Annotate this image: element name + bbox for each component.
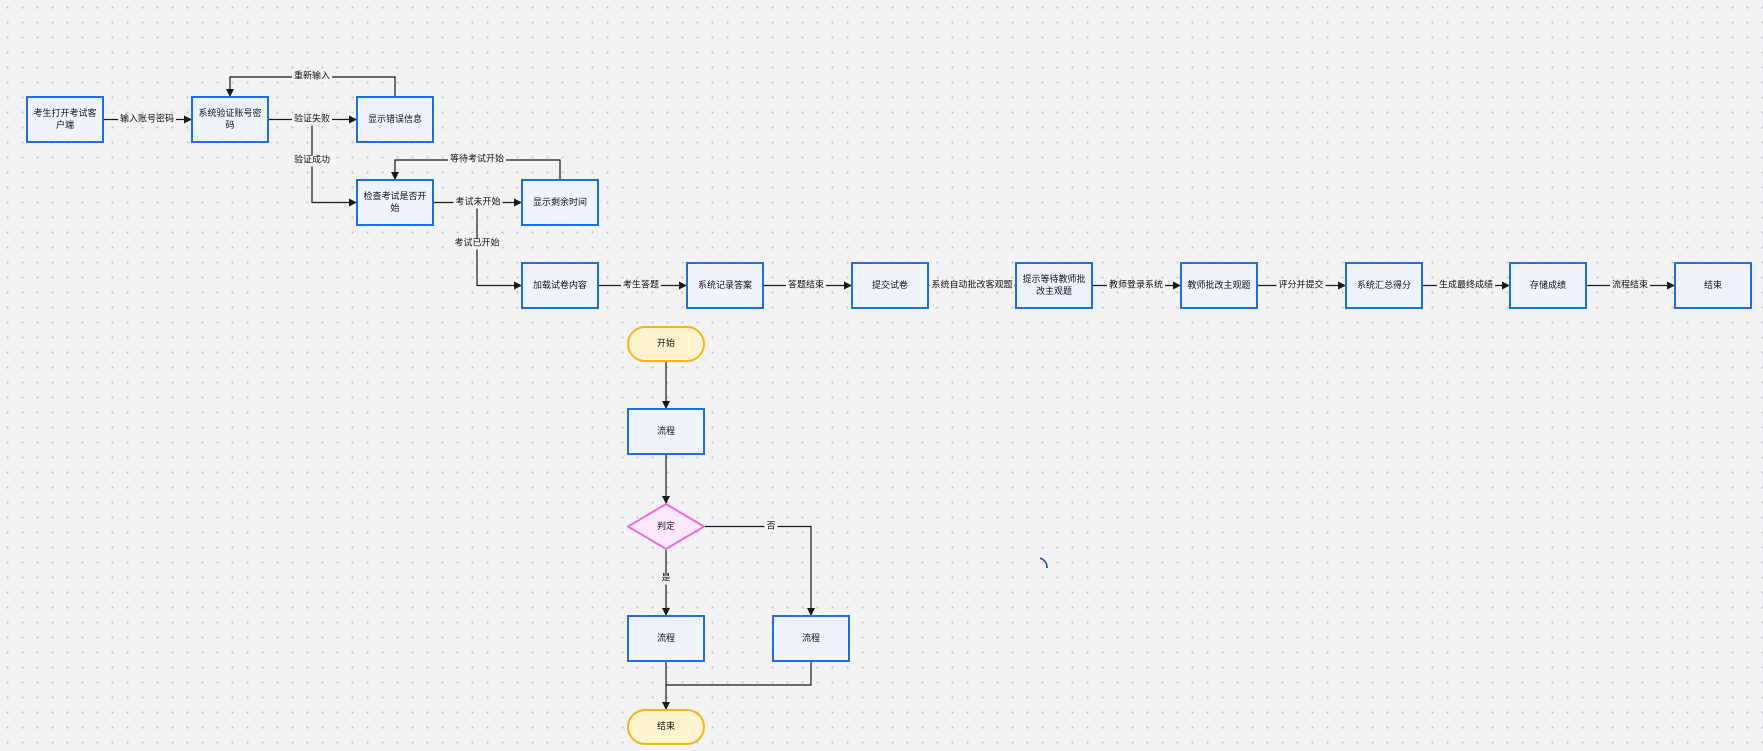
node-label: 流程: [656, 633, 675, 644]
connector-d-to-p3[interactable]: [705, 525, 815, 616]
node-label: 检查考试是否开始: [363, 191, 427, 214]
node-label: 提交试卷: [871, 280, 908, 291]
process-node-n7[interactable]: 系统记录答案: [686, 262, 764, 309]
process-node-n6[interactable]: 加载试卷内容: [521, 262, 599, 309]
process-node-n5[interactable]: 显示剩余时间: [521, 179, 599, 226]
node-label: 系统汇总得分: [1356, 280, 1411, 291]
process-node-n3[interactable]: 显示错误信息: [356, 96, 434, 143]
edge-label: 流程结束: [1609, 280, 1651, 291]
edge-label: 考生答题: [620, 280, 662, 291]
process-node-p1[interactable]: 流程: [627, 408, 705, 455]
process-node-n12[interactable]: 存储成绩: [1509, 262, 1587, 309]
edge-label: 答题结束: [785, 280, 827, 291]
process-node-n1[interactable]: 考生打开考试客户端: [26, 96, 104, 143]
edge-label: 等待考试开始: [447, 154, 507, 166]
edge-label: 考试未开始: [453, 197, 503, 208]
node-label: 教师批改主观题: [1187, 280, 1251, 291]
process-node-n11[interactable]: 系统汇总得分: [1345, 262, 1423, 309]
connector-n4-to-n6[interactable]: [476, 202, 522, 290]
edge-label: 教师登录系统: [1106, 280, 1166, 291]
node-label: 流程: [801, 633, 820, 644]
process-node-n8[interactable]: 提交试卷: [851, 262, 929, 309]
node-label: 考生打开考试客户端: [33, 108, 97, 131]
process-node-p3[interactable]: 流程: [772, 615, 850, 662]
edge-label: 评分并提交: [1276, 280, 1326, 291]
node-label: 存储成绩: [1529, 280, 1566, 291]
node-label: 结束: [656, 722, 675, 732]
edge-label: 生成最终成绩: [1436, 280, 1496, 291]
node-label: 显示错误信息: [367, 114, 422, 125]
edge-label: 验证失败: [291, 114, 333, 125]
edge-label: 否: [764, 521, 778, 532]
node-label: 提示等待教师批改主观题: [1022, 274, 1086, 297]
edge-label: 考试已开始: [452, 238, 502, 250]
pen-cursor-icon: [1039, 557, 1048, 569]
process-node-n2[interactable]: 系统验证账号密码: [191, 96, 269, 143]
node-label: 系统记录答案: [697, 280, 752, 291]
decision-node-d[interactable]: 判定: [627, 503, 705, 550]
process-node-p2[interactable]: 流程: [627, 615, 705, 662]
edge-label: 重新输入: [291, 71, 333, 83]
node-label: 显示剩余时间: [532, 197, 587, 208]
process-node-n10[interactable]: 教师批改主观题: [1180, 262, 1258, 309]
edge-label: 验证成功: [291, 155, 333, 167]
connector-p3-to-e[interactable]: [666, 662, 812, 686]
node-label: 判定: [656, 521, 675, 532]
edge-label: 系统自动批改客观题: [929, 280, 1015, 291]
node-label: 加载试卷内容: [532, 280, 587, 291]
node-label: 开始: [656, 339, 675, 349]
process-node-n13[interactable]: 结束: [1674, 262, 1752, 309]
connector-n2-to-n4[interactable]: [311, 119, 357, 207]
node-label: 系统验证账号密码: [198, 108, 262, 131]
process-node-n9[interactable]: 提示等待教师批改主观题: [1015, 262, 1093, 309]
edge-label: 输入账号密码: [117, 114, 177, 125]
process-node-n4[interactable]: 检查考试是否开始: [356, 179, 434, 226]
terminal-node-s[interactable]: 开始: [627, 326, 705, 362]
edge-label: 是: [659, 573, 673, 585]
node-label: 结束: [1703, 280, 1722, 291]
terminal-node-e[interactable]: 结束: [627, 709, 705, 745]
node-label: 流程: [656, 426, 675, 437]
decision-diamond-shape: [627, 503, 705, 550]
